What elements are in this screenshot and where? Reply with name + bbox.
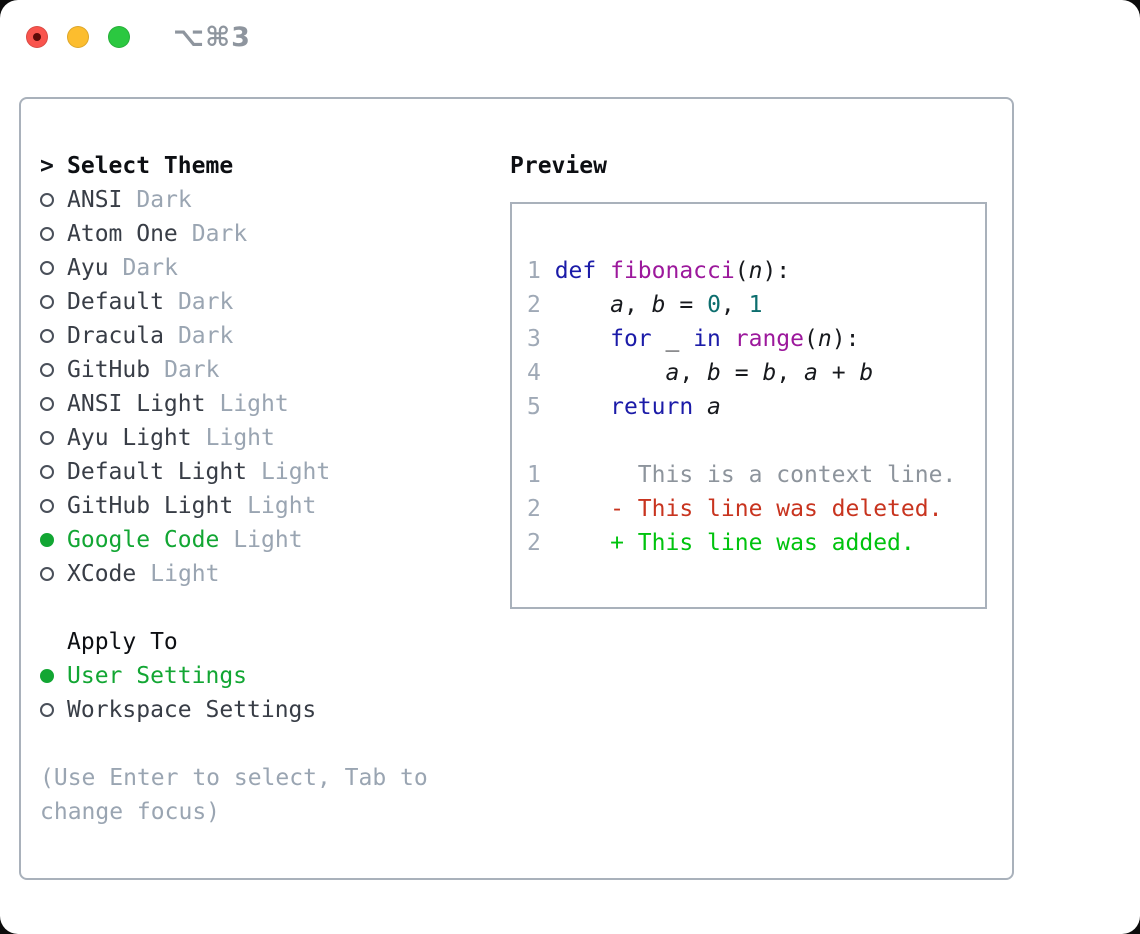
radio-icon: [40, 193, 54, 207]
theme-option-ayu-light[interactable]: Ayu Light Light: [40, 421, 490, 455]
theme-name: Atom One: [67, 221, 178, 247]
theme-variant-label: Light: [261, 459, 331, 485]
select-theme-header: > Select Theme: [40, 149, 490, 183]
radio-icon: [40, 703, 54, 717]
theme-variant-label: Light: [219, 391, 289, 417]
theme-option-default-light[interactable]: Default Light Light: [40, 455, 490, 489]
radio-icon: [40, 431, 54, 445]
prompt-icon: >: [40, 153, 54, 179]
apply-option-user-settings[interactable]: User Settings: [40, 659, 490, 693]
preview-box: 1 def fibonacci(n): 2 a, b = 0, 1 3 for _ …: [510, 202, 987, 609]
theme-option-dracula[interactable]: Dracula Dark: [40, 319, 490, 353]
theme-name: XCode: [67, 561, 137, 587]
code-line: 2 + This line was added.: [527, 530, 915, 556]
theme-name: Default Light: [67, 459, 248, 485]
line-number: 2: [527, 530, 555, 556]
theme-name: Dracula: [67, 323, 164, 349]
title-bar: ⌥⌘3: [0, 0, 1140, 74]
theme-variant-label: Light: [233, 527, 303, 553]
theme-option-xcode[interactable]: XCode Light: [40, 557, 490, 591]
theme-option-google-code[interactable]: Google Code Light: [40, 523, 490, 557]
theme-name: Ayu Light: [67, 425, 192, 451]
theme-option-github[interactable]: GitHub Dark: [40, 353, 490, 387]
theme-name: Default: [67, 289, 164, 315]
apply-option-workspace-settings[interactable]: Workspace Settings: [40, 693, 490, 727]
radio-icon: [40, 567, 54, 581]
keyboard-hint: (Use Enter to select, Tab to change focu…: [40, 765, 428, 825]
radio-icon: [40, 261, 54, 275]
theme-option-ansi[interactable]: ANSI Dark: [40, 183, 490, 217]
code-line: 5 return a: [527, 394, 721, 420]
radio-selected-icon: [40, 533, 54, 547]
theme-option-github-light[interactable]: GitHub Light Light: [40, 489, 490, 523]
theme-option-ayu[interactable]: Ayu Dark: [40, 251, 490, 285]
theme-variant-label: Light: [150, 561, 220, 587]
theme-variant-label: Dark: [136, 187, 192, 213]
minimize-button-icon[interactable]: [67, 26, 89, 48]
theme-option-atom-one[interactable]: Atom One Dark: [40, 217, 490, 251]
line-number: 5: [527, 394, 555, 420]
preview-title: Preview: [510, 153, 607, 179]
code-preview: 1 def fibonacci(n): 2 a, b = 0, 1 3 for _ …: [527, 254, 985, 560]
code-line: 2 a, b = 0, 1: [527, 292, 763, 318]
zoom-button-icon[interactable]: [108, 26, 130, 48]
line-number: 2: [527, 292, 555, 318]
line-number: 1: [527, 258, 555, 284]
code-line: 4 a, b = b, a + b: [527, 360, 874, 386]
radio-icon: [40, 499, 54, 513]
apply-to-title: Apply To: [67, 629, 178, 655]
apply-option-label: Workspace Settings: [67, 697, 317, 723]
apply-option-label: User Settings: [67, 663, 248, 689]
theme-name: ANSI: [67, 187, 123, 213]
theme-option-default[interactable]: Default Dark: [40, 285, 490, 319]
radio-icon: [40, 329, 54, 343]
code-line: 1 def fibonacci(n):: [527, 258, 791, 284]
theme-variant-label: Dark: [122, 255, 178, 281]
theme-name: GitHub: [67, 357, 151, 383]
theme-variant-label: Light: [205, 425, 275, 451]
code-line: 2 - This line was deleted.: [527, 496, 943, 522]
close-button-icon[interactable]: [26, 26, 48, 48]
code-line: 3 for _ in range(n):: [527, 326, 860, 352]
radio-icon: [40, 465, 54, 479]
window-title: ⌥⌘3: [173, 21, 251, 53]
theme-option-ansi-light[interactable]: ANSI Light Light: [40, 387, 490, 421]
theme-variant-label: Dark: [177, 323, 234, 349]
theme-name: Ayu: [67, 255, 109, 281]
theme-name: GitHub Light: [67, 493, 234, 519]
radio-selected-icon: [40, 669, 54, 683]
line-number: 4: [527, 360, 555, 386]
radio-icon: [40, 295, 54, 309]
spacer: [40, 591, 490, 625]
radio-icon: [40, 227, 54, 241]
theme-name: ANSI Light: [67, 391, 206, 417]
theme-variant-label: Dark: [191, 221, 248, 247]
theme-name: Google Code: [67, 527, 220, 553]
theme-variant-label: Light: [247, 493, 317, 519]
code-line: 1 This is a context line.: [527, 462, 957, 488]
radio-icon: [40, 397, 54, 411]
line-number: 3: [527, 326, 555, 352]
radio-icon: [40, 363, 54, 377]
theme-variant-label: Dark: [164, 357, 220, 383]
line-number: [527, 428, 555, 454]
line-number: 1: [527, 462, 555, 488]
line-number: 2: [527, 496, 555, 522]
select-theme-title: Select Theme: [67, 153, 234, 179]
theme-variant-label: Dark: [177, 289, 234, 315]
code-line: [527, 424, 985, 458]
